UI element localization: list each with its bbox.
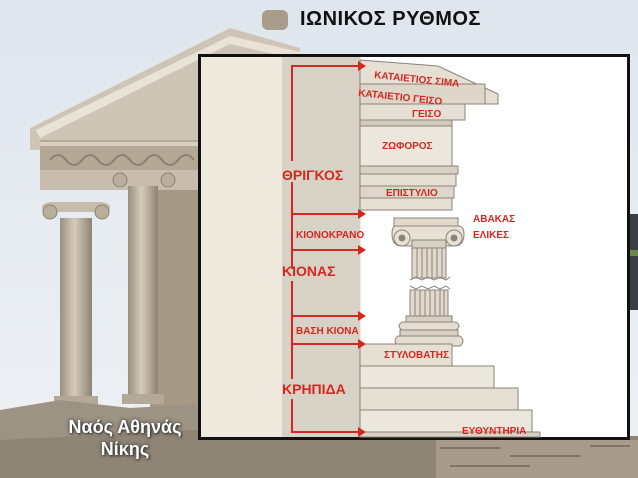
label-kionokrano: ΚΙΟΝΟΚΡΑΝΟ: [296, 230, 364, 241]
label-krypida: ΚΡΗΠΙΔΑ: [282, 381, 346, 397]
label-elikes: ΕΛΙΚΕΣ: [473, 230, 509, 241]
label-stylovatis: ΣΤΥΛΟΒΑΤΗΣ: [384, 350, 449, 361]
arrow-head: [358, 339, 366, 349]
arrow-head: [358, 209, 366, 219]
arrow-head: [358, 245, 366, 255]
arrow-head: [358, 427, 366, 437]
shadow-band: [282, 57, 360, 437]
label-eythyntiria: ΕΥΘΥΝΤΗΡΙΑ: [462, 426, 526, 437]
krypida-bracket-bottom: [291, 399, 358, 433]
acroterion-ornament: [262, 10, 288, 30]
bracket-lines: [291, 65, 358, 433]
arrow-head: [358, 311, 366, 321]
arrow-heads: [358, 61, 366, 437]
thrigkos-bracket-top: [291, 65, 358, 161]
photo-caption-line-1: Ναός Αθηνάς: [68, 417, 182, 437]
label-vasi-kiona: ΒΑΣΗ ΚΙΟΝΑ: [296, 326, 359, 337]
label-zoforos: ΖΩΦΟΡΟΣ: [382, 141, 433, 152]
photo-column-left: [42, 202, 110, 406]
label-avakas: ΑΒΑΚΑΣ: [473, 214, 515, 225]
label-kionas: ΚΙΟΝΑΣ: [282, 263, 336, 279]
photo-caption: Ναός Αθηνάς Νίκης: [50, 416, 200, 460]
arrow-head: [358, 61, 366, 71]
label-geiso: ΓΕΙΣΟ: [412, 109, 441, 120]
label-thrigkos: ΘΡΙΓΚΟΣ: [282, 167, 343, 183]
ionic-order-diagram: ΘΡΙΓΚΟΣ ΚΙΟΝΟΚΡΑΝΟ ΚΙΟΝΑΣ ΒΑΣΗ ΚΙΟΝΑ ΚΡΗ…: [198, 54, 630, 440]
photo-column-middle: [112, 170, 176, 404]
photo-caption-line-2: Νίκης: [100, 439, 150, 459]
label-epistylio: ΕΠΙΣΤΥΛΙΟ: [386, 188, 438, 199]
page-title: ΙΩΝΙΚΟΣ ΡΥΘΜΟΣ: [300, 8, 481, 30]
